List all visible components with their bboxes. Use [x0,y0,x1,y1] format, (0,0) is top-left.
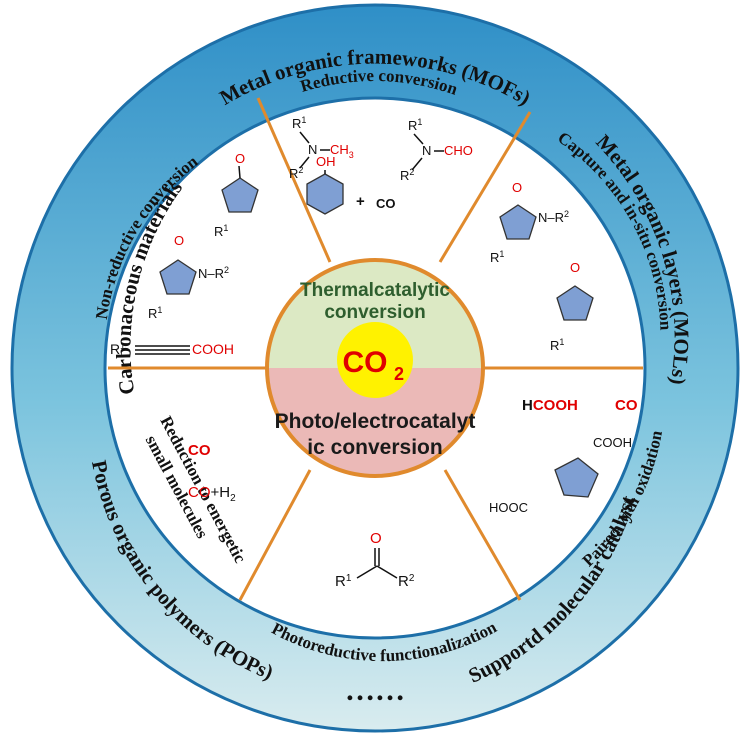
oxazolidinone-o: O [174,233,184,248]
phenol-oh: OH [316,154,336,169]
ketone-r1: R1 [335,573,352,590]
formamide-r1: R1 [408,117,422,133]
fdca-ring [554,457,599,498]
co2-subscript: 2 [394,364,404,384]
amine-n: N [308,142,317,157]
ketone-r2: R2 [398,573,415,590]
center-bottom-line2: ic conversion [307,436,442,459]
center-bottom-half [267,368,483,476]
hcooh-product: HCOOH [522,397,578,414]
ring-ellipsis: …… [345,674,405,707]
syngas: CO+H2 [188,484,236,504]
ketone-o: O [370,530,382,547]
formamide-r2: R2 [400,167,414,183]
ketone-bonds [356,548,398,579]
alkyne-cooh: COOH [192,341,234,357]
capture-oxazolidinone-o: O [512,180,522,195]
oxazolidinone-ring [159,259,197,295]
alkyne-bond [135,345,190,355]
center-top-half [267,260,483,368]
co-reductive: CO [376,196,396,211]
capture-oxazolidinone-n: N–R2 [538,209,569,225]
center-border [265,258,485,478]
phenol-ring [306,173,344,215]
reductive-chemistry: R1 N CH3 R2 R1 N CHO R2 OH + CO [289,115,473,215]
capture-carbonate-r1: R1 [550,337,564,353]
oxazolidinone-r1: R1 [148,305,162,321]
carbonate-ring [221,177,259,213]
oxazolidinone-n: N–R2 [198,265,229,281]
fdca-hooc: HOOC [489,500,528,515]
capture-oxazolidinone-r1: R1 [490,249,504,265]
carbonate-r1: R1 [214,223,228,239]
co-product: CO [615,397,638,414]
center-bottom-line1: Photo/electrocatalyt [275,410,476,433]
divider-top-right [438,111,532,263]
amine-r1: R1 [292,115,306,131]
amine-ch3: CH3 [330,142,354,160]
ketone-chemistry: O R1 R2 [335,530,415,590]
center-top-line1: Thermalcatalytic [300,280,450,301]
paired-oxidation-chemistry: HCOOH CO COOH HOOC [489,397,638,515]
capture-oxazolidinone-ring [499,204,537,240]
divider-bottom-left [238,469,312,601]
co-energetic: CO [188,442,211,459]
energetic-molecules-chemistry: CO CO+H2 [188,442,236,504]
co2-circle [337,322,413,398]
capture-carbonate-ring [556,285,594,321]
plus-sign: + [356,193,365,210]
center-top-line2: conversion [324,302,425,323]
capture-carbonate-o: O [570,260,580,275]
segment-dividers [108,97,643,601]
capture-chemistry: O N–R2 R1 O R1 [490,180,594,353]
amine-bonds [299,131,330,169]
outer-ring-border [10,3,740,733]
amine-r2: R2 [289,165,303,181]
divider-bottom-right [443,469,522,601]
formamide-cho: CHO [444,143,473,158]
non-reductive-chemistry: O R1 O N–R2 R1 R1 COOH [110,151,259,357]
carbonate-o-top: O [235,151,245,166]
center-circle: Thermalcatalytic conversion CO 2 Photo/e… [265,258,485,478]
co2-label: CO [343,346,388,379]
divider-top-left [256,97,332,263]
alkyne-r1: R1 [110,341,125,357]
formamide-bonds [411,133,444,171]
fdca-cooh: COOH [593,435,632,450]
formamide-n: N [422,143,431,158]
